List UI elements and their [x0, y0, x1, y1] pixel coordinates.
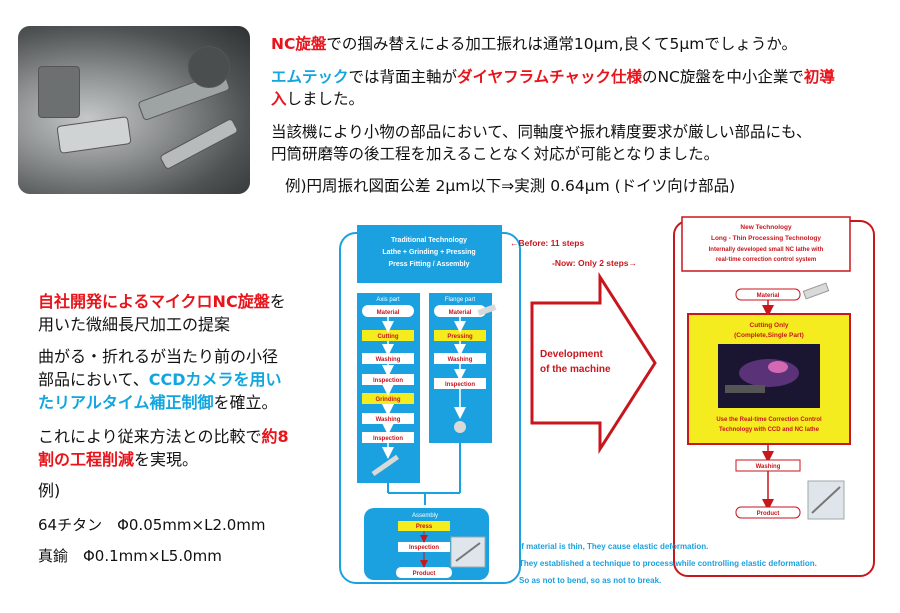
- axis-steps: Material Cutting Washing Inspection Grin…: [362, 305, 414, 477]
- process-reduction-highlight: 割の工程削減: [38, 450, 135, 469]
- left-example-label: 例): [38, 481, 61, 500]
- flange-part-label: Flange part: [445, 297, 476, 303]
- intro-text: では背面主軸が: [348, 68, 458, 86]
- intro-example: 例)円周振れ図面公差 2μm以下⇒実測 0.64μm (ドイツ向け部品): [285, 177, 736, 195]
- flange-step-inspection: [434, 378, 486, 389]
- axis-step-material-label: Material: [377, 310, 400, 316]
- assembly-step-inspection: [398, 542, 450, 552]
- diaphragm-chuck-highlight: ダイヤフラムチャック仕様: [457, 68, 642, 86]
- left-text: 曲がる・折れるが当たり前の小径: [38, 347, 279, 366]
- flange-step-material: [434, 305, 486, 317]
- assembly-step-product: [396, 567, 452, 578]
- realtime-label-2: Technology with CCD and NC lathe: [719, 427, 820, 433]
- intro-text: のNC旋盤を中小企業で: [641, 68, 804, 86]
- process-reduction-highlight: 約8: [261, 427, 289, 446]
- axis-step-washing-2-label: Washing: [376, 417, 401, 423]
- trad-title-3: Press Fitting / Assembly: [388, 261, 469, 268]
- cutting-only-label-2: (Complete,Single Part): [734, 332, 804, 339]
- flange-step-inspection-label: Inspection: [445, 382, 475, 388]
- left-text: を実現。: [134, 450, 199, 469]
- flange-step-pressing-label: Pressing: [447, 334, 473, 340]
- new-step-product: [735, 506, 801, 519]
- cutting-only-label-1: Cutting Only: [750, 322, 789, 329]
- process-diagram: Traditional Technology Lathe + Grinding …: [339, 216, 875, 585]
- axis-step-cutting: [362, 330, 414, 341]
- flange-material-icon: [477, 304, 497, 316]
- axis-step-cutting-label: Cutting: [378, 334, 399, 340]
- flange-step-pressing: [434, 330, 486, 341]
- traditional-title-box: [357, 225, 502, 283]
- trad-title-1: Traditional Technology: [391, 237, 467, 244]
- note-1: If material is thin, They cause elastic …: [519, 542, 708, 551]
- intro-text: しました。: [286, 90, 365, 108]
- axis-step-washing-2: [362, 413, 414, 424]
- note-2: They established a technique to process …: [519, 559, 817, 568]
- left-text: を確立。: [213, 393, 278, 412]
- company-name: エムテック: [271, 68, 349, 86]
- nc-lathe-highlight: NC旋盤: [271, 35, 327, 53]
- axis-part-label: Axis part: [376, 297, 400, 303]
- left-text: 用いた微細長尺加工の提案: [38, 315, 231, 334]
- left-text: を: [269, 292, 286, 311]
- first-introduction-highlight: 入: [271, 90, 287, 108]
- axis-step-inspection: [362, 374, 414, 385]
- micro-nc-lathe-highlight: 自社開発によるマイクロNC旋盤: [38, 292, 270, 311]
- development-arrow: [530, 271, 657, 455]
- left-para-1: 自社開発によるマイクロNC旋盤を 用いた微細長尺加工の提案: [38, 290, 328, 336]
- flange-steps: Material Pressing Washing Inspection: [434, 304, 497, 433]
- new-technology-title-box: [681, 216, 851, 272]
- trad-title-2: Lathe + Grinding + Pressing: [382, 249, 475, 256]
- ccd-camera-highlight: CCDカメラを用い: [148, 370, 282, 389]
- left-para-3: これにより従来方法との比較で約8 割の工程削減を実現。: [38, 425, 328, 471]
- first-introduction-highlight: 初導: [803, 68, 835, 86]
- new-step-washing-label: Washing: [756, 464, 781, 470]
- assembly-step-press-label: Press: [416, 524, 433, 530]
- axis-part-rod: [371, 454, 400, 477]
- axis-step-grinding: [362, 393, 414, 404]
- development-label-1: Development: [540, 349, 603, 360]
- realtime-label-1: Use the Real-time Correction Control: [716, 417, 822, 423]
- intro-para-2: 当該機により小物の部品において、同軸度や振れ精度要求が厳しい部品にも、 円筒研磨…: [271, 121, 891, 165]
- before-label: ←Before: 11 steps: [510, 238, 584, 248]
- intro-line-2: エムテックでは背面主軸がダイヤフラムチャック仕様のNC旋盤を中小企業で初導入しま…: [271, 66, 881, 110]
- flange-step-washing-label: Washing: [448, 357, 473, 363]
- new-step-material-label: Material: [757, 293, 780, 299]
- axis-step-material: [362, 305, 414, 317]
- ccd-camera-highlight: たリアルタイム補正制御: [38, 393, 214, 412]
- machine-photo: [18, 26, 250, 194]
- axis-step-inspection-label: Inspection: [373, 378, 403, 384]
- left-text: 部品において、: [38, 370, 149, 389]
- intro-line-1: NC旋盤での掴み替えによる加工振れは通常10μm,良くて5μmでしょうか。: [271, 33, 891, 55]
- flange-part-icon: [454, 421, 466, 433]
- new-step-product-label: Product: [757, 511, 780, 517]
- new-title-2: Long - Thin Processing Technology: [711, 235, 821, 242]
- assembly-step-inspection-label: Inspection: [409, 545, 439, 551]
- axis-step-grinding-label: Grinding: [376, 397, 401, 403]
- flange-step-washing: [434, 353, 486, 364]
- assembly-step-press: [398, 521, 450, 531]
- assembly-label: Assembly: [412, 513, 438, 519]
- left-text: これにより従来方法との比較で: [38, 427, 262, 446]
- axis-step-inspection-2: [362, 432, 414, 443]
- new-title-1: New Technology: [740, 224, 792, 231]
- intro-line-1-text: での掴み替えによる加工振れは通常10μm,良くて5μmでしょうか。: [326, 35, 798, 53]
- new-material-rod: [802, 282, 830, 300]
- now-label: -Now: Only 2 steps→: [552, 258, 637, 268]
- axis-step-washing: [362, 353, 414, 364]
- left-example-1: 64チタン Φ0.05mm×L2.0mm: [38, 516, 266, 534]
- development-label-2: of the machine: [540, 364, 611, 375]
- intro-para-2-line-2: 円筒研磨等の後工程を加えることなく対応が可能となりました。: [271, 145, 720, 163]
- new-title-4: real-time correction control system: [716, 257, 816, 263]
- axis-step-washing-label: Washing: [376, 357, 401, 363]
- intro-para-2-line-1: 当該機により小物の部品において、同軸度や振れ精度要求が厳しい部品にも、: [271, 123, 812, 141]
- new-title-3: Internally developed small NC lathe with: [709, 247, 824, 253]
- axis-step-inspection-2-label: Inspection: [373, 436, 403, 442]
- left-para-2: 曲がる・折れるが当たり前の小径 部品において、CCDカメラを用い たリアルタイム…: [38, 345, 328, 414]
- note-3: So as not to bend, so as not to break.: [519, 576, 661, 585]
- flange-step-material-label: Material: [449, 310, 472, 316]
- left-example-2: 真鍮 Φ0.1mm×L5.0mm: [38, 547, 222, 565]
- assembly-step-product-label: Product: [413, 571, 436, 577]
